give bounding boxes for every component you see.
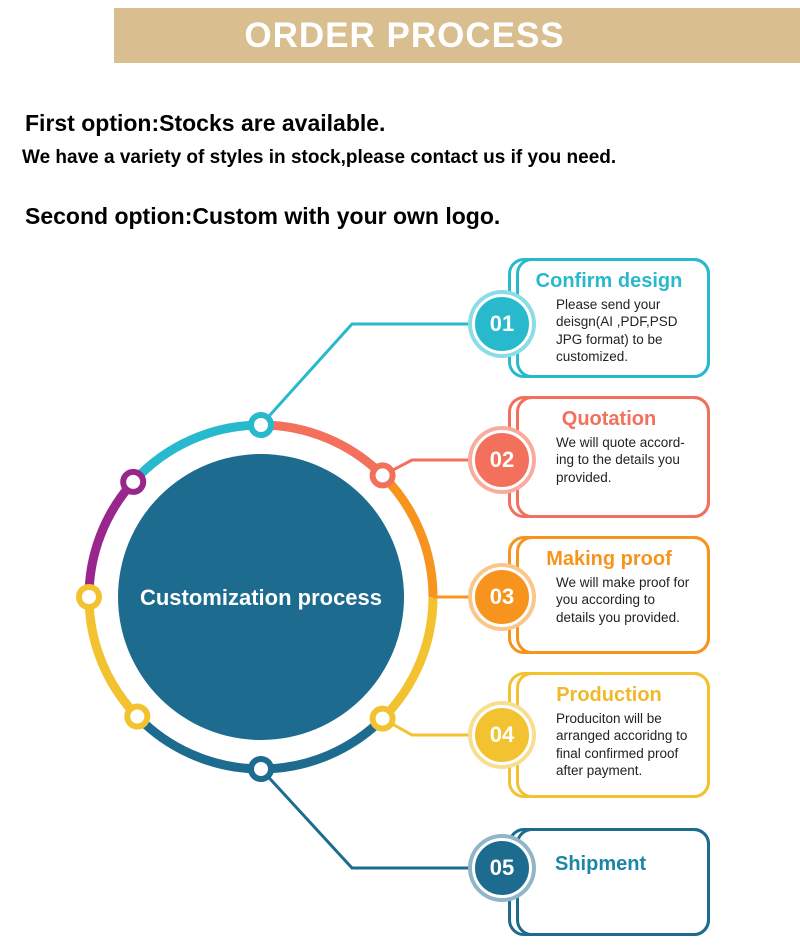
banner: ORDER PROCESS [114, 8, 800, 63]
arc-orange-segment [379, 472, 438, 598]
step-badge-05: 05 [472, 838, 532, 898]
step-card-making-proof: Making proof We will make proof for you … [508, 536, 710, 654]
step-card-shipment: Shipment [508, 828, 710, 936]
step-title: Shipment [555, 853, 647, 875]
connector-step-05 [259, 767, 480, 870]
connector-step-01 [259, 322, 480, 427]
step-badge-01: 01 [472, 294, 532, 354]
step-card-production: Production Produciton will be arranged a… [508, 672, 710, 798]
step-title: Confirm design [535, 270, 683, 292]
node-yellow-bottom-right [369, 705, 396, 732]
center-circle [118, 454, 404, 740]
node-purple-upper-left [120, 468, 147, 495]
arc-yellow-right-segment [379, 596, 438, 722]
banner-title: ORDER PROCESS [244, 15, 565, 55]
arc-red-segment [260, 420, 386, 479]
node-yellow-left [76, 584, 102, 610]
node-teal-top [248, 412, 274, 438]
step-badge-03: 03 [472, 567, 532, 627]
node-yellow-bottom-left [124, 703, 151, 730]
first-option-heading: First option:Stocks are available. [25, 110, 386, 136]
step-card-quotation: Quotation We will quote accord- ing to t… [508, 396, 710, 518]
step-description: Produciton will be arranged accoridng to… [556, 711, 688, 778]
arc-teal-segment [129, 420, 262, 485]
step-title: Production [556, 684, 662, 706]
step-badge-04: 04 [472, 705, 532, 765]
arc-yellow-left-segment [84, 596, 141, 720]
step-card-confirm-design: Confirm design Please send your deisgn(A… [508, 258, 710, 378]
second-option-heading: Second option:Custom with your own logo. [25, 203, 501, 229]
node-red-right [369, 462, 396, 489]
step-title: Making proof [546, 548, 672, 570]
step-description: We will make proof for you according to … [556, 575, 690, 625]
step-title: Quotation [561, 408, 657, 430]
step-description: Please send your deisgn(AI ,PDF,PSD JPG … [556, 297, 678, 364]
center-label: Customization process [140, 585, 382, 610]
step-description: We will quote accord- ing to the details… [556, 435, 685, 485]
step-badge-02: 02 [472, 430, 532, 490]
connector-step-04 [381, 717, 480, 737]
connector-step-02 [381, 458, 480, 477]
arc-purple-segment [84, 478, 137, 598]
first-option-detail: We have a variety of styles in stock,ple… [22, 147, 617, 168]
node-blue-bottom [248, 756, 274, 782]
